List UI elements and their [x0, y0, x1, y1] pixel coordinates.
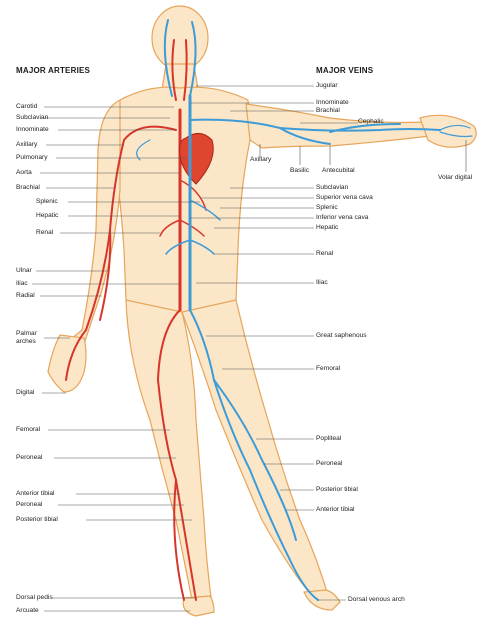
vein-label-subclavian: Subclavian: [316, 184, 348, 192]
artery-label-peroneal-lower: Peroneal: [16, 501, 42, 509]
artery-label-ulnar: Ulnar: [16, 267, 32, 275]
artery-label-subclavian: Subclavian: [16, 114, 48, 122]
artery-label-brachial: Brachial: [16, 184, 40, 192]
vein-label-splenic: Splenic: [316, 204, 338, 212]
artery-label-posterior-tibial: Posterior tibial: [16, 516, 58, 524]
artery-label-anterior-tibial: Anterior tibial: [16, 490, 54, 498]
artery-label-arcuate: Arcuate: [16, 607, 39, 615]
vein-label-renal: Renal: [316, 250, 333, 258]
vein-label-brachial: Brachial: [316, 107, 340, 115]
vein-label-antecubital: Antecubital: [322, 167, 355, 175]
artery-label-carotid: Carotid: [16, 103, 37, 111]
vein-label-basilic: Basilic: [290, 167, 309, 175]
artery-label-splenic: Splenic: [36, 198, 58, 206]
body-silhouette: [48, 6, 476, 616]
vein-label-posterior-tibial: Posterior tibial: [316, 486, 358, 494]
vein-label-cephalic: Cephalic: [358, 118, 384, 126]
artery-label-renal: Renal: [36, 229, 53, 237]
vein-label-innominate: Innominate: [316, 99, 349, 107]
vein-label-peroneal: Peroneal: [316, 460, 342, 468]
veins-heading: MAJOR VEINS: [316, 66, 373, 75]
vein-label-popliteal: Popliteal: [316, 435, 341, 443]
vein-label-dorsal-venous-arch: Dorsal venous arch: [348, 596, 405, 604]
artery-label-palmar-arches: Palmar arches: [16, 330, 46, 346]
vein-label-anterior-tibial: Anterior tibial: [316, 506, 354, 514]
vein-label-great-saphenous: Great saphenous: [316, 332, 367, 340]
vein-label-volar-digital: Volar digital: [438, 174, 472, 182]
vein-label-iliac: Iliac: [316, 279, 328, 287]
artery-label-iliac: Iliac: [16, 280, 28, 288]
artery-label-femoral: Femoral: [16, 426, 40, 434]
artery-label-radial: Radial: [16, 292, 35, 300]
vein-label-inferior-vena-cava: Inferior vena cava: [316, 214, 368, 222]
vein-label-jugular: Jugular: [316, 82, 338, 90]
artery-label-dorsal-pedis: Dorsal pedis: [16, 594, 53, 602]
artery-label-digital: Digital: [16, 389, 34, 397]
artery-label-aorta: Aorta: [16, 169, 32, 177]
arteries-heading: MAJOR ARTERIES: [16, 66, 90, 75]
artery-label-peroneal: Peroneal: [16, 454, 42, 462]
artery-label-axillary: Axillary: [16, 141, 37, 149]
vein-label-axillary: Axillary: [250, 156, 271, 164]
artery-label-hepatic: Hepatic: [36, 212, 58, 220]
artery-label-innominate: Innominate: [16, 126, 49, 134]
vein-label-superior-vena-cava: Superior vena cava: [316, 194, 373, 202]
artery-label-pulmonary: Pulmonary: [16, 154, 48, 162]
vein-label-hepatic: Hepatic: [316, 224, 338, 232]
vein-label-femoral: Femoral: [316, 365, 340, 373]
